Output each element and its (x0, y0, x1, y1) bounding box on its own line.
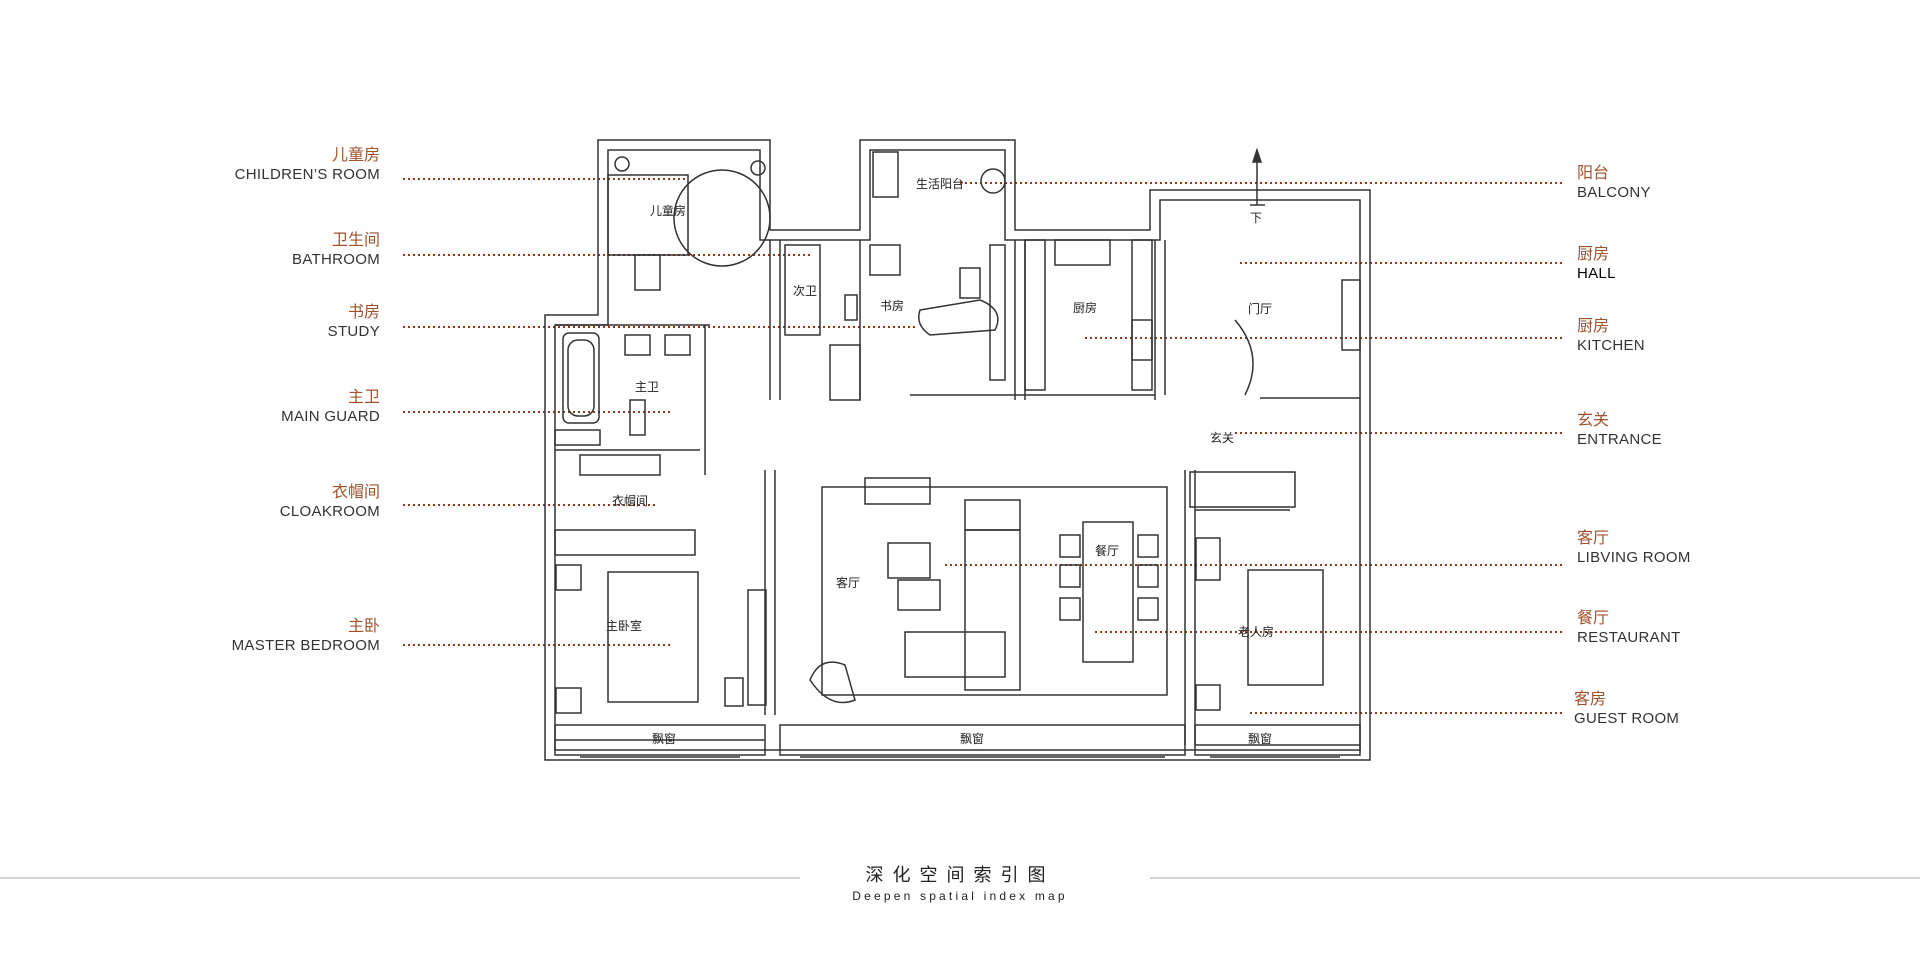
label-restaurant: 餐厅 RESTAURANT (1577, 609, 1877, 647)
label-en: MAIN GUARD (281, 408, 380, 425)
label-zh: 书房 (347, 304, 380, 321)
label-zh: 阳台 (1577, 165, 1610, 182)
label-cloakroom: 衣帽间 CLOAKROOM (0, 483, 380, 521)
label-childrens-room: 儿童房 CHILDREN’S ROOM (0, 146, 380, 184)
label-en: KITCHEN (1577, 337, 1645, 354)
room-kitchen: 厨房 (1073, 300, 1097, 315)
label-bathroom: 卫生间 BATHROOM (0, 231, 380, 269)
label-en: HALL (1577, 265, 1616, 282)
label-en: LIBVING ROOM (1577, 549, 1691, 566)
walls (544, 139, 1371, 761)
label-en: CLOAKROOM (279, 503, 380, 520)
label-guest-room: 客房 GUEST ROOM (1574, 690, 1874, 728)
room-hall: 门厅 (1248, 301, 1272, 316)
label-main-guard: 主卫 MAIN GUARD (0, 388, 380, 426)
room-entrance: 玄关 (1210, 430, 1234, 445)
room-study: 书房 (880, 298, 904, 313)
room-children: 儿童房 (650, 203, 686, 218)
label-living-room: 客厅 LIBVING ROOM (1577, 529, 1877, 567)
label-master-bedroom: 主卧 MASTER BEDROOM (0, 617, 380, 655)
room-elder: 老人房 (1238, 624, 1274, 639)
label-zh: 衣帽间 (331, 484, 380, 501)
label-zh: 厨房 (1577, 246, 1610, 263)
label-zh: 玄关 (1577, 412, 1610, 429)
room-cloak: 衣帽间 (612, 493, 648, 508)
room-master-bath: 主卫 (635, 380, 659, 394)
label-en: ENTRANCE (1577, 431, 1662, 448)
room-balcony: 生活阳台 (916, 176, 964, 191)
label-zh: 客房 (1574, 691, 1607, 708)
label-en: MASTER BEDROOM (231, 637, 380, 654)
label-en: GUEST ROOM (1574, 710, 1680, 727)
footer-title-en: Deepen spatial index map (852, 889, 1068, 903)
label-study: 书房 STUDY (0, 303, 380, 341)
room-bay1: 飘窗 (652, 732, 676, 746)
label-zh: 餐厅 (1577, 610, 1610, 627)
leader-lines (403, 178, 1562, 714)
label-zh: 卫生间 (331, 232, 380, 249)
room-bay2: 飘窗 (960, 732, 984, 746)
label-en: CHILDREN’S ROOM (234, 166, 380, 183)
label-zh: 儿童房 (331, 147, 380, 164)
label-entrance: 玄关 ENTRANCE (1577, 411, 1877, 449)
room-master: 主卧室 (606, 618, 642, 633)
label-en: BALCONY (1577, 184, 1651, 201)
footer-title-zh: 深化空间索引图 (865, 865, 1055, 885)
label-en: STUDY (327, 323, 380, 340)
room-down-mark: 下 (1250, 211, 1262, 225)
label-zh: 主卫 (347, 389, 380, 406)
room-names: 儿童房 生活阳台 次卫 书房 厨房 门厅 主卫 玄关 衣帽间 客厅 餐厅 主卧室… (606, 176, 1274, 746)
label-zh: 客厅 (1577, 530, 1610, 547)
label-kitchen: 厨房 KITCHEN (1577, 317, 1877, 355)
room-living: 客厅 (836, 575, 860, 590)
label-balcony: 阳台 BALCONY (1577, 164, 1877, 202)
room-bay3: 飘窗 (1248, 732, 1272, 746)
room-dining: 餐厅 (1095, 543, 1119, 558)
label-zh: 主卧 (347, 618, 380, 635)
label-hall: 厨房 HALL (1577, 245, 1877, 283)
label-zh: 厨房 (1577, 318, 1610, 335)
label-en: BATHROOM (292, 251, 380, 268)
label-en: RESTAURANT (1577, 629, 1681, 646)
room-bath2: 次卫 (793, 284, 817, 298)
